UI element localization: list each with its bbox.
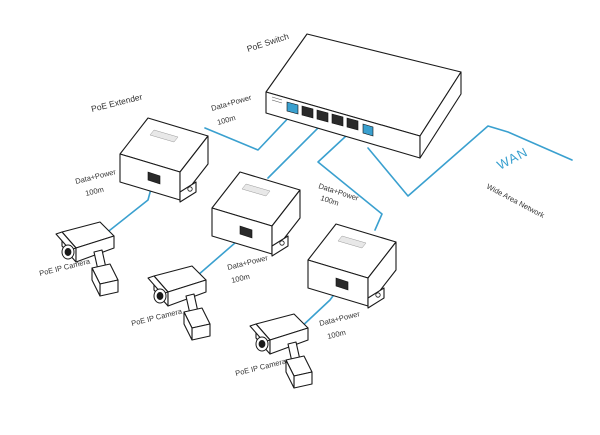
cam-3-data-power: Data+Power (318, 309, 361, 328)
wan-sub-label: Wide Area Network (485, 182, 546, 220)
poe-switch-icon (265, 33, 462, 159)
poe-extender-icon (307, 223, 397, 309)
camera-3-label: PoE IP Camera (234, 356, 287, 378)
cable-switch-to-extender-3 (317, 135, 383, 231)
wan-label: WAN (494, 144, 530, 173)
cam-3-distance: 100m (326, 328, 346, 341)
cam-2-data-power: Data+Power (226, 253, 269, 272)
cam-2-distance: 100m (230, 272, 250, 285)
poe-extender-icon (119, 117, 209, 203)
poe-extender-icon (211, 171, 301, 257)
link-1-distance: 100m (216, 113, 237, 127)
camera-1-label: PoE IP Camera (38, 256, 91, 278)
ip-camera-icon (147, 265, 211, 341)
link-1-data-power: Data+Power (210, 93, 253, 113)
switch-label: PoE Switch (246, 31, 291, 54)
cam-1-data-power: Data+Power (74, 167, 117, 186)
cable-switch-to-wan (367, 125, 573, 197)
cable-switch-to-extender-1 (204, 112, 294, 151)
cam-1-distance: 100m (84, 185, 104, 198)
ip-camera-icon (249, 313, 313, 389)
cable-switch-to-extender-2 (267, 125, 321, 179)
camera-2-label: PoE IP Camera (130, 306, 183, 328)
extender-label: PoE Extender (90, 92, 143, 114)
